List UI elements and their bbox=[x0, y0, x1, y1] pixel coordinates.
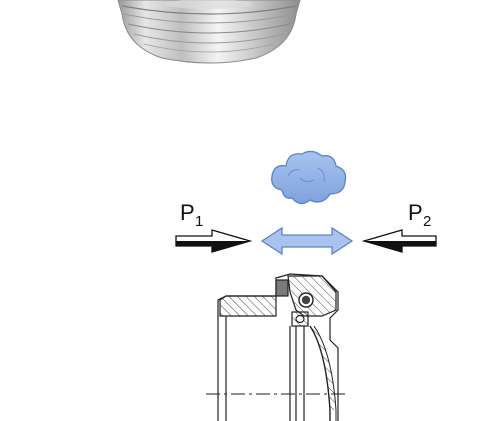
p1-letter: P bbox=[180, 200, 195, 225]
arrow-left-icon bbox=[361, 229, 437, 253]
p2-subscript: 2 bbox=[423, 213, 431, 230]
membrane-plug-cross-section-icon bbox=[206, 273, 346, 421]
cloud-icon bbox=[271, 150, 347, 205]
p2-label: P 2 bbox=[408, 200, 431, 230]
double-arrow-icon bbox=[260, 226, 354, 256]
p2-letter: P bbox=[408, 200, 423, 225]
p1-label: P 1 bbox=[180, 200, 203, 230]
arrow-right-icon bbox=[175, 229, 253, 253]
threaded-plug-photo-icon bbox=[117, 0, 301, 64]
p1-subscript: 1 bbox=[195, 213, 203, 230]
